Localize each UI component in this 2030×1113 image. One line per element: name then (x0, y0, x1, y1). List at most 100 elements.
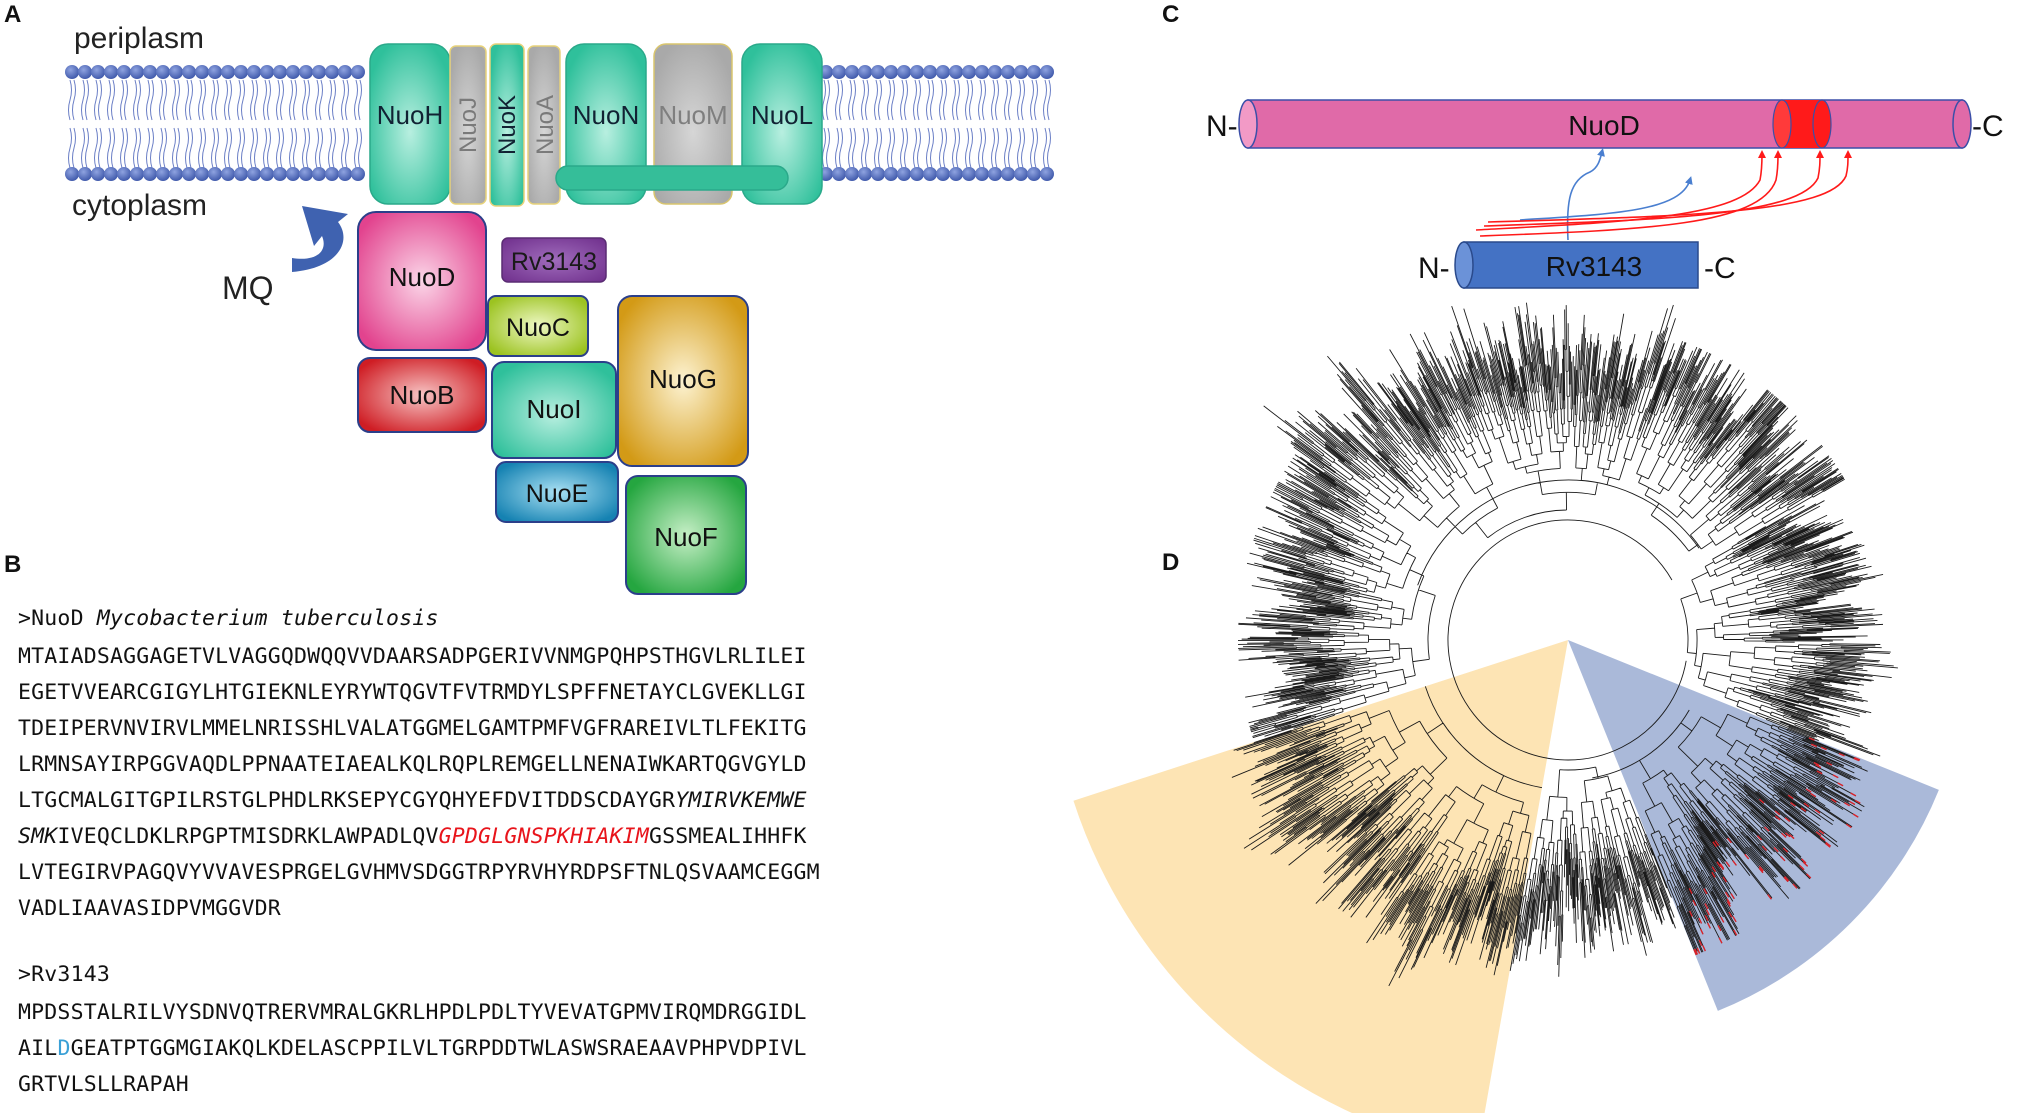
lipid-tail (913, 79, 917, 121)
lipid-tail (930, 127, 934, 169)
lipid-tail (1047, 79, 1051, 121)
lipid-tail (72, 79, 76, 121)
label-nuoe: NuoE (526, 480, 589, 508)
subunit-nuoa (527, 45, 561, 205)
lipid-tail (826, 79, 830, 121)
nuod-fasta-header: >NuoD Mycobacterium tuberculosis (18, 606, 439, 631)
lipid-tail (865, 127, 869, 169)
lipid-tail (98, 127, 102, 169)
lipid-tail (943, 79, 947, 121)
lipid-tail (263, 127, 267, 169)
lipid-tail (358, 127, 362, 169)
lipid-head (312, 65, 326, 79)
subunit-nuol (741, 43, 823, 205)
lipid-tail (319, 79, 323, 121)
lipid-tail (237, 79, 241, 121)
lipid-tail (163, 79, 167, 121)
lipid-tail (163, 127, 167, 169)
lipid-tail (358, 79, 362, 121)
lipid-tail (939, 79, 943, 121)
lipid-tail (952, 127, 956, 169)
lipid-tail (332, 127, 336, 169)
lipid-head (884, 167, 898, 181)
crosslink-red-2 (1479, 150, 1782, 237)
rv3143-cylinder-label: Rv3143 (1546, 251, 1643, 282)
lipid-tail (345, 79, 349, 121)
lipid-head (156, 167, 170, 181)
lipid-tail (293, 79, 297, 121)
lipid-tail (848, 79, 852, 121)
lipid-head (221, 167, 235, 181)
lipid-tail (276, 79, 280, 121)
lipid-tail (891, 127, 895, 169)
lipid-head (169, 167, 183, 181)
lipid-tail (995, 127, 999, 169)
tree-branches (1231, 302, 1898, 987)
lipid-head (832, 167, 846, 181)
lipid-tail (822, 127, 826, 169)
lipid-tail (1008, 79, 1012, 121)
lipid-head (234, 65, 248, 79)
lipid-head (975, 167, 989, 181)
lipid-tail (198, 79, 202, 121)
lipid-tail (900, 127, 904, 169)
nuod-cylinder (1247, 99, 1963, 149)
nuod-cylinder-end-cap (1952, 99, 1972, 149)
lipid-head (221, 65, 235, 79)
subunit-nuof (625, 475, 747, 595)
nuod-n-terminus: N- (1206, 110, 1238, 143)
lipid-tail (874, 127, 878, 169)
subunit-nuok (489, 43, 525, 207)
lipid-tail (874, 79, 878, 121)
lipid-tail (956, 127, 960, 169)
lipid-tail (354, 127, 358, 169)
lipid-head (182, 65, 196, 79)
subunit-nuoj (449, 45, 487, 205)
lipid-head (962, 65, 976, 79)
lipid-tail (81, 79, 85, 121)
crosslink-red-1 (1475, 150, 1766, 231)
label-nuoj: NuoJ (455, 97, 482, 153)
lipid-tail (328, 127, 332, 169)
lipid-tail (341, 127, 345, 169)
lipid-head (1001, 65, 1015, 79)
lipid-head (845, 65, 859, 79)
lipid-bilayer (65, 65, 1054, 181)
lipid-head (286, 167, 300, 181)
lipid-head (260, 65, 274, 79)
lipid-tail (250, 79, 254, 121)
lipid-head (208, 167, 222, 181)
lipid-head (988, 65, 1002, 79)
crosslink-blue-2 (1519, 176, 1693, 221)
lipid-tail (237, 127, 241, 169)
lipid-tail (1030, 79, 1034, 121)
lipid-tail (1021, 127, 1025, 169)
nuod-seq-line-1: MTAIADSAGGAGETVLVAGGQDWQQVVDAARSADPGERIV… (18, 644, 807, 669)
nuod-species: Mycobacterium tuberculosis (96, 606, 439, 631)
label-nuon: NuoN (573, 100, 639, 130)
lipid-tail (254, 79, 258, 121)
lipid-tail (1043, 79, 1047, 121)
lipid-tail (904, 79, 908, 121)
lipid-tail (189, 79, 193, 121)
lipid-head (871, 65, 885, 79)
lipid-head (286, 65, 300, 79)
lipid-tail (85, 127, 89, 169)
peripheral-arm: NuoD Rv3143 NuoC NuoG NuoB NuoI NuoE Nuo… (357, 211, 749, 595)
lipid-head (117, 65, 131, 79)
label-nuoc: NuoC (506, 314, 570, 342)
lipid-tail (228, 127, 232, 169)
lipid-tail (982, 127, 986, 169)
lipid-tail (189, 127, 193, 169)
lipid-head (1014, 65, 1028, 79)
lipid-head (884, 65, 898, 79)
lipid-head (130, 167, 144, 181)
lipid-head (910, 65, 924, 79)
subunit-nuog (617, 295, 749, 467)
subunit-rv3143 (501, 237, 607, 283)
lipid-tail (926, 127, 930, 169)
lipid-head (65, 65, 79, 79)
lipid-head (312, 167, 326, 181)
lipid-tail (952, 79, 956, 121)
interaction-diagram: N- NuoD -C N- Rv3143 -C (1206, 99, 2004, 289)
